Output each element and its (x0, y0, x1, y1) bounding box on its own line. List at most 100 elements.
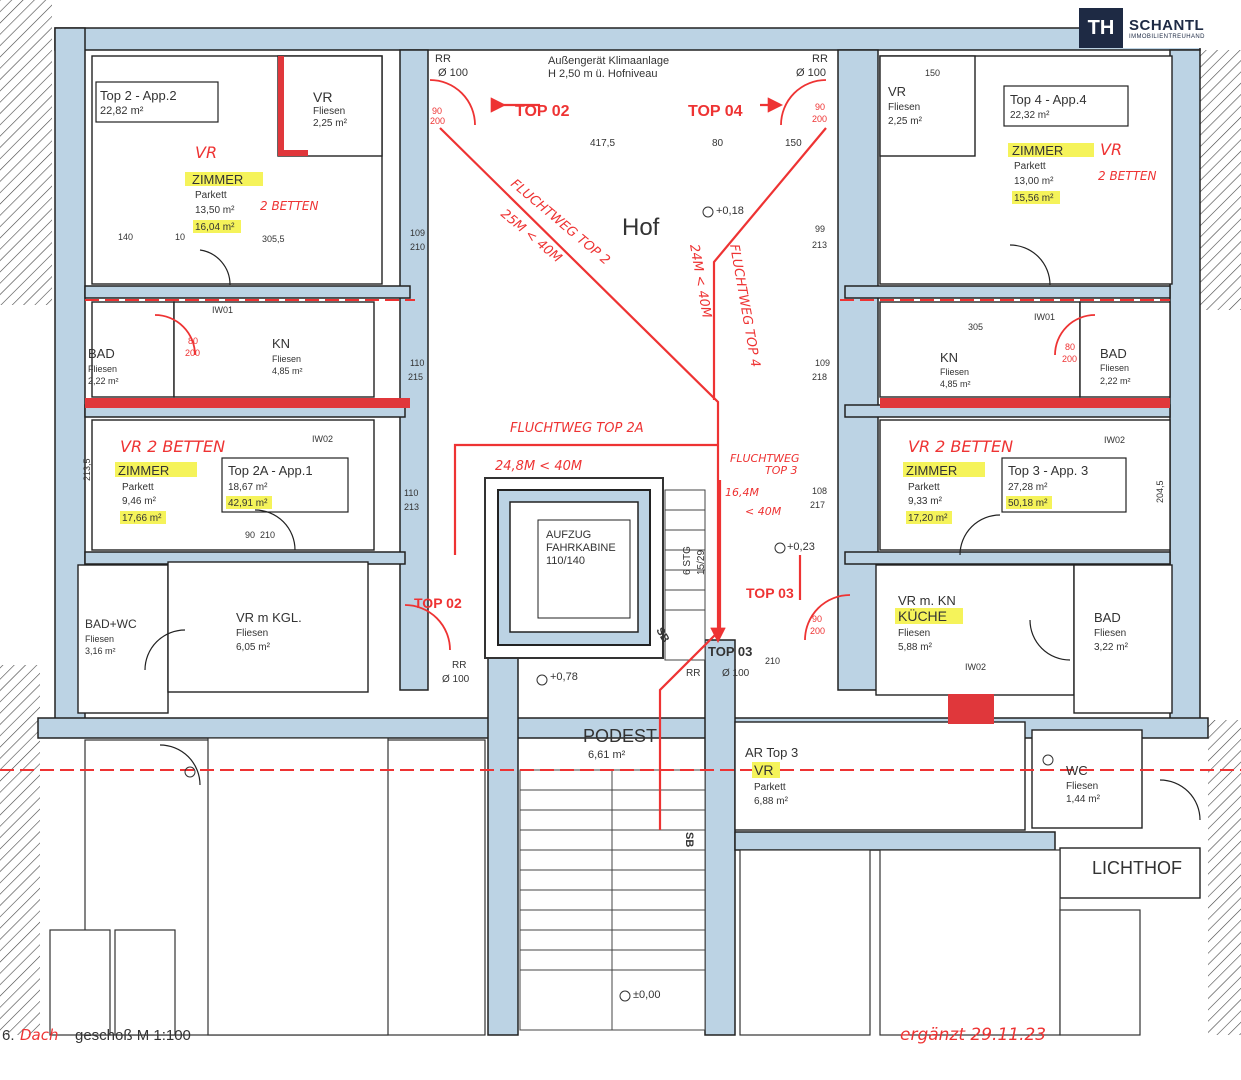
top4-room-floor: Parkett (1014, 161, 1046, 172)
top3-bad2-area: 3,22 m² (1094, 642, 1129, 653)
courtyard-label: Hof (622, 214, 660, 241)
top3-zimmer-name: ZIMMER (906, 463, 957, 478)
top3-wc-area: 1,44 m² (1066, 794, 1101, 805)
top3-wc-name: WC (1066, 763, 1088, 778)
top2a-zimmer-name: ZIMMER (118, 463, 169, 478)
top3-ar-vr: VR (754, 762, 773, 778)
floor-title-prefix: 6. (2, 1027, 15, 1044)
top2a-bad-floor: Fliesen (88, 364, 117, 374)
elevator-shaft (484, 477, 664, 659)
top4-room-hw: VR (1100, 140, 1122, 159)
rr-left: RR (435, 53, 451, 65)
podest-label: PODEST (583, 726, 657, 746)
top2-room-name: ZIMMER (192, 172, 243, 187)
hatch-left (0, 0, 52, 305)
escape-routes (439, 97, 827, 830)
top2a-badwc-floor: Fliesen (85, 634, 114, 644)
highlight (1012, 191, 1060, 204)
logo-name: SCHANTL (1129, 16, 1205, 34)
top2a-d80: 80 (188, 336, 198, 346)
highlight (115, 462, 197, 477)
top02-label: TOP 02 (515, 103, 570, 120)
top3-area: 27,28 m² (1008, 482, 1048, 493)
top3-kuche: KÜCHE (898, 607, 947, 624)
top3-zimmer-area: 9,33 m² (908, 496, 943, 507)
floor-title: geschoß M 1:100 (75, 1027, 191, 1044)
door-swings (154, 79, 1096, 651)
escape-top4-line2: 24M < 40M (686, 243, 714, 319)
highlight (752, 762, 780, 778)
highlight (906, 511, 952, 524)
podest-area: 6,61 m² (588, 749, 626, 761)
top2-dim-140: 140 (118, 232, 133, 242)
rr-right-dia: Ø 100 (796, 67, 826, 79)
hatch-left-bottom (0, 665, 40, 1035)
top3-vr-floor: Fliesen (898, 628, 930, 639)
rr-right: RR (812, 53, 828, 65)
top2-title-box (95, 81, 219, 123)
top4-dim-150: 150 (925, 68, 940, 78)
lift-line1: AUFZUG (546, 529, 591, 541)
podest-level: +0,78 (550, 671, 578, 683)
rooms (77, 55, 1201, 899)
top2a-dim-2135: 213,5 (82, 458, 92, 481)
top2-dim-10: 10 (175, 232, 185, 242)
top2a-area: 18,67 m² (228, 482, 268, 493)
top3-dim-217: 217 (810, 500, 825, 510)
top2a-zimmer-hw: VR 2 BETTEN (120, 437, 225, 456)
courtyard-level: +0,18 (716, 205, 744, 217)
top2a-rr-dia: Ø 100 (442, 674, 470, 685)
top4-dim-99: 99 (815, 224, 825, 234)
top2-room-floor: Parkett (195, 190, 227, 201)
top3-dim-2045: 204,5 (1155, 480, 1165, 503)
hatch-right (1198, 50, 1241, 310)
top4-vr-floor: Fliesen (888, 102, 920, 113)
lift-line3: 110/140 (546, 555, 585, 567)
top3-rr: RR (686, 668, 700, 679)
top3-ar-name: AR Top 3 (745, 745, 798, 760)
top2a-top02-door: TOP 02 (414, 595, 462, 611)
top2a-zimmer-area2: 17,66 m² (122, 513, 162, 524)
top2-room-note: 2 BETTEN (260, 199, 319, 213)
door-swings-black (144, 244, 1201, 821)
ground-structures (49, 737, 1141, 1036)
highlight (120, 511, 166, 524)
top3-d200: 200 (810, 626, 825, 636)
lichthof-label: LICHTHOF (1092, 858, 1182, 878)
top3-zimmer-floor: Parkett (908, 482, 940, 493)
top3-vr-name: VR m. KN (898, 593, 956, 608)
top3-kn-area: 4,85 m² (940, 379, 971, 389)
top3-bad-name: BAD (1100, 346, 1127, 361)
escape-top3-line1: FLUCHTWEG (730, 452, 800, 465)
top2-vr-floor: Fliesen (313, 106, 345, 117)
revision-note: ergänzt 29.11.23 (900, 1025, 1046, 1045)
top2a-zimmer-area: 9,46 m² (122, 496, 157, 507)
highlight (226, 496, 272, 509)
top2a-vrkgl-area: 6,05 m² (236, 642, 271, 653)
top2-vr-area: 2,25 m² (313, 118, 348, 129)
top3-zimmer-area2: 17,20 m² (908, 513, 948, 524)
top2a-badwc-name: BAD+WC (85, 617, 137, 631)
top3-d210: 210 (765, 656, 780, 666)
top4-d90: 90 (815, 102, 825, 112)
top4-area: 22,32 m² (1010, 110, 1050, 121)
highlight (895, 608, 963, 624)
top4-title-box (1003, 85, 1129, 127)
stairs-dim: 15/29 (696, 550, 707, 575)
top4-room-name: ZIMMER (1012, 143, 1063, 158)
top2-dim-3055: 305,5 (262, 234, 285, 244)
top2a-kn-floor: Fliesen (272, 354, 301, 364)
highlight (185, 172, 263, 186)
escape-top2a-line1: FLUCHTWEG TOP 2A (510, 421, 644, 436)
top3-wc-floor: Fliesen (1066, 781, 1098, 792)
top3-d90: 90 (812, 614, 822, 624)
level-markers (184, 206, 1054, 1002)
escape-top2a-line2: 24,8M < 40M (495, 459, 582, 474)
top2-room-area2: 16,04 m² (195, 222, 235, 233)
escape-top4-line1: FLUCHTWEG TOP 4 (726, 243, 762, 368)
escape-top3-line4: < 40M (745, 505, 782, 518)
top3-title: Top 3 - App. 3 (1008, 463, 1088, 478)
top2a-d210: 210 (260, 530, 275, 540)
top2a-area2: 42,91 m² (228, 498, 268, 509)
highlight (903, 462, 985, 477)
